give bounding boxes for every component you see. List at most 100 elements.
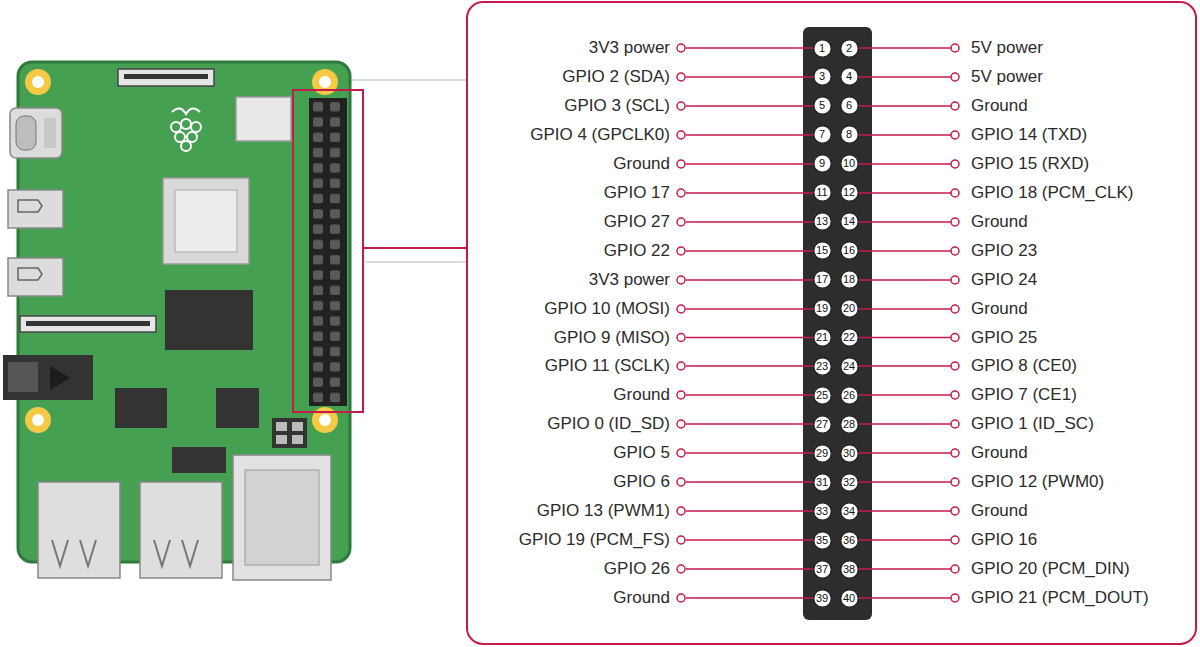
usb-controller-chip: [115, 388, 167, 428]
pin-number: 18: [843, 274, 855, 285]
pin-circle: 23: [813, 357, 832, 376]
pin-circle: 9: [813, 154, 832, 173]
pin-number: 15: [816, 245, 828, 256]
pin-name: Ground: [613, 384, 670, 406]
pin-circle: 17: [813, 270, 832, 289]
display-connector: [20, 316, 156, 332]
leader-end-circle: [951, 102, 959, 110]
leader-end-circle: [677, 334, 685, 342]
leader-end-circle: [951, 391, 959, 399]
pin-name: GPIO 12 (PWM0): [971, 471, 1104, 493]
memory-chip: [165, 290, 253, 350]
pin-number: 12: [843, 187, 855, 198]
small-chip: [172, 447, 226, 473]
mounting-hole: [25, 407, 51, 433]
pin-name: GPIO 22: [604, 240, 670, 262]
pin-name: 3V3 power: [589, 269, 670, 291]
pin-outline: [813, 68, 830, 85]
pin-name: 5V power: [971, 66, 1043, 88]
leader-end-circle: [677, 44, 959, 602]
pin-outline: [840, 242, 857, 259]
leader-end-circle: [677, 420, 685, 428]
pin-number: 6: [846, 100, 852, 111]
pin-circle: 35: [813, 531, 832, 550]
mounting-hole: [319, 76, 331, 88]
raspberry-logo: [191, 122, 201, 132]
mounting-hole: [32, 76, 44, 88]
usb-port: [52, 540, 96, 566]
pin-outline: [813, 358, 830, 375]
pin-circle: 20: [840, 299, 859, 318]
pin-number: 8: [846, 129, 852, 140]
pin-number: 23: [816, 361, 828, 372]
raspberry-logo: [187, 132, 197, 142]
leader-end-circle: [677, 247, 685, 255]
pin-number: 29: [816, 448, 828, 459]
pin-name: Ground: [971, 500, 1028, 522]
pin-number: 24: [843, 361, 855, 372]
header-highlight: [363, 247, 467, 249]
pin-name: GPIO 2 (SDA): [562, 66, 670, 88]
camera-connector: [124, 74, 208, 79]
pin-circle: 13: [813, 212, 832, 231]
pin-name: GPIO 27: [604, 211, 670, 233]
pin-circle: 38: [840, 560, 859, 579]
pin-circle: 1: [813, 39, 832, 58]
pin-outline: [840, 329, 857, 346]
pin-outline: [813, 300, 830, 317]
pin-number: 16: [843, 245, 855, 256]
pin-outline: [840, 589, 857, 606]
pin-outline: [840, 68, 857, 85]
usb-port: [154, 540, 198, 566]
pin-circle: 34: [840, 502, 859, 521]
pin-name: Ground: [971, 442, 1028, 464]
pin-number: 5: [819, 100, 825, 111]
mounting-hole: [312, 69, 338, 95]
pin-circle: 22: [840, 328, 859, 347]
camera-connector: [118, 69, 214, 86]
pin-outline: [813, 126, 830, 143]
usb-c-port: [10, 108, 62, 158]
pin-circle: 28: [840, 415, 859, 434]
pin-outline: [813, 502, 830, 519]
ethernet-port: [245, 470, 319, 565]
pin-name: GPIO 0 (ID_SD): [547, 413, 670, 435]
poe-header: [276, 435, 287, 444]
pin-number: 26: [843, 390, 855, 401]
pin-name: GPIO 17: [604, 182, 670, 204]
audio-jack: [8, 362, 38, 392]
pin-number: 21: [816, 332, 828, 343]
pin-circle: 11: [813, 183, 832, 202]
pin-outline: [840, 474, 857, 491]
pin-outline: [840, 39, 857, 56]
mounting-hole: [32, 414, 44, 426]
pin-circle: 32: [840, 473, 859, 492]
pin-outline: [813, 39, 830, 56]
gpio-header-on-board: [309, 98, 347, 406]
pin-outline: [813, 589, 830, 606]
usb-c-port: [16, 116, 36, 150]
pin-outline: [813, 560, 830, 577]
pin-name: GPIO 18 (PCM_CLK): [971, 182, 1134, 204]
pin-outline: [840, 213, 857, 230]
pin-circle: 37: [813, 560, 832, 579]
pin-number: 22: [843, 332, 855, 343]
leader-lines: [686, 48, 813, 598]
pin-circle: 19: [813, 299, 832, 318]
pin-outline: [840, 97, 857, 114]
header-highlight: [293, 90, 467, 412]
callout-guides: [348, 79, 467, 81]
pin-name: Ground: [613, 153, 670, 175]
leader-end-circle: [677, 391, 685, 399]
pin-number: 34: [843, 506, 855, 517]
ethernet-chip: [216, 388, 259, 428]
pin-circle: 4: [840, 67, 859, 86]
leader-end-circle: [951, 44, 959, 52]
pin-circle: 33: [813, 502, 832, 521]
raspberry-logo: [175, 132, 185, 142]
leader-end-circle: [677, 478, 685, 486]
pin-circle: 5: [813, 96, 832, 115]
pin-number: 9: [819, 158, 825, 169]
leader-end-circle: [677, 218, 685, 226]
